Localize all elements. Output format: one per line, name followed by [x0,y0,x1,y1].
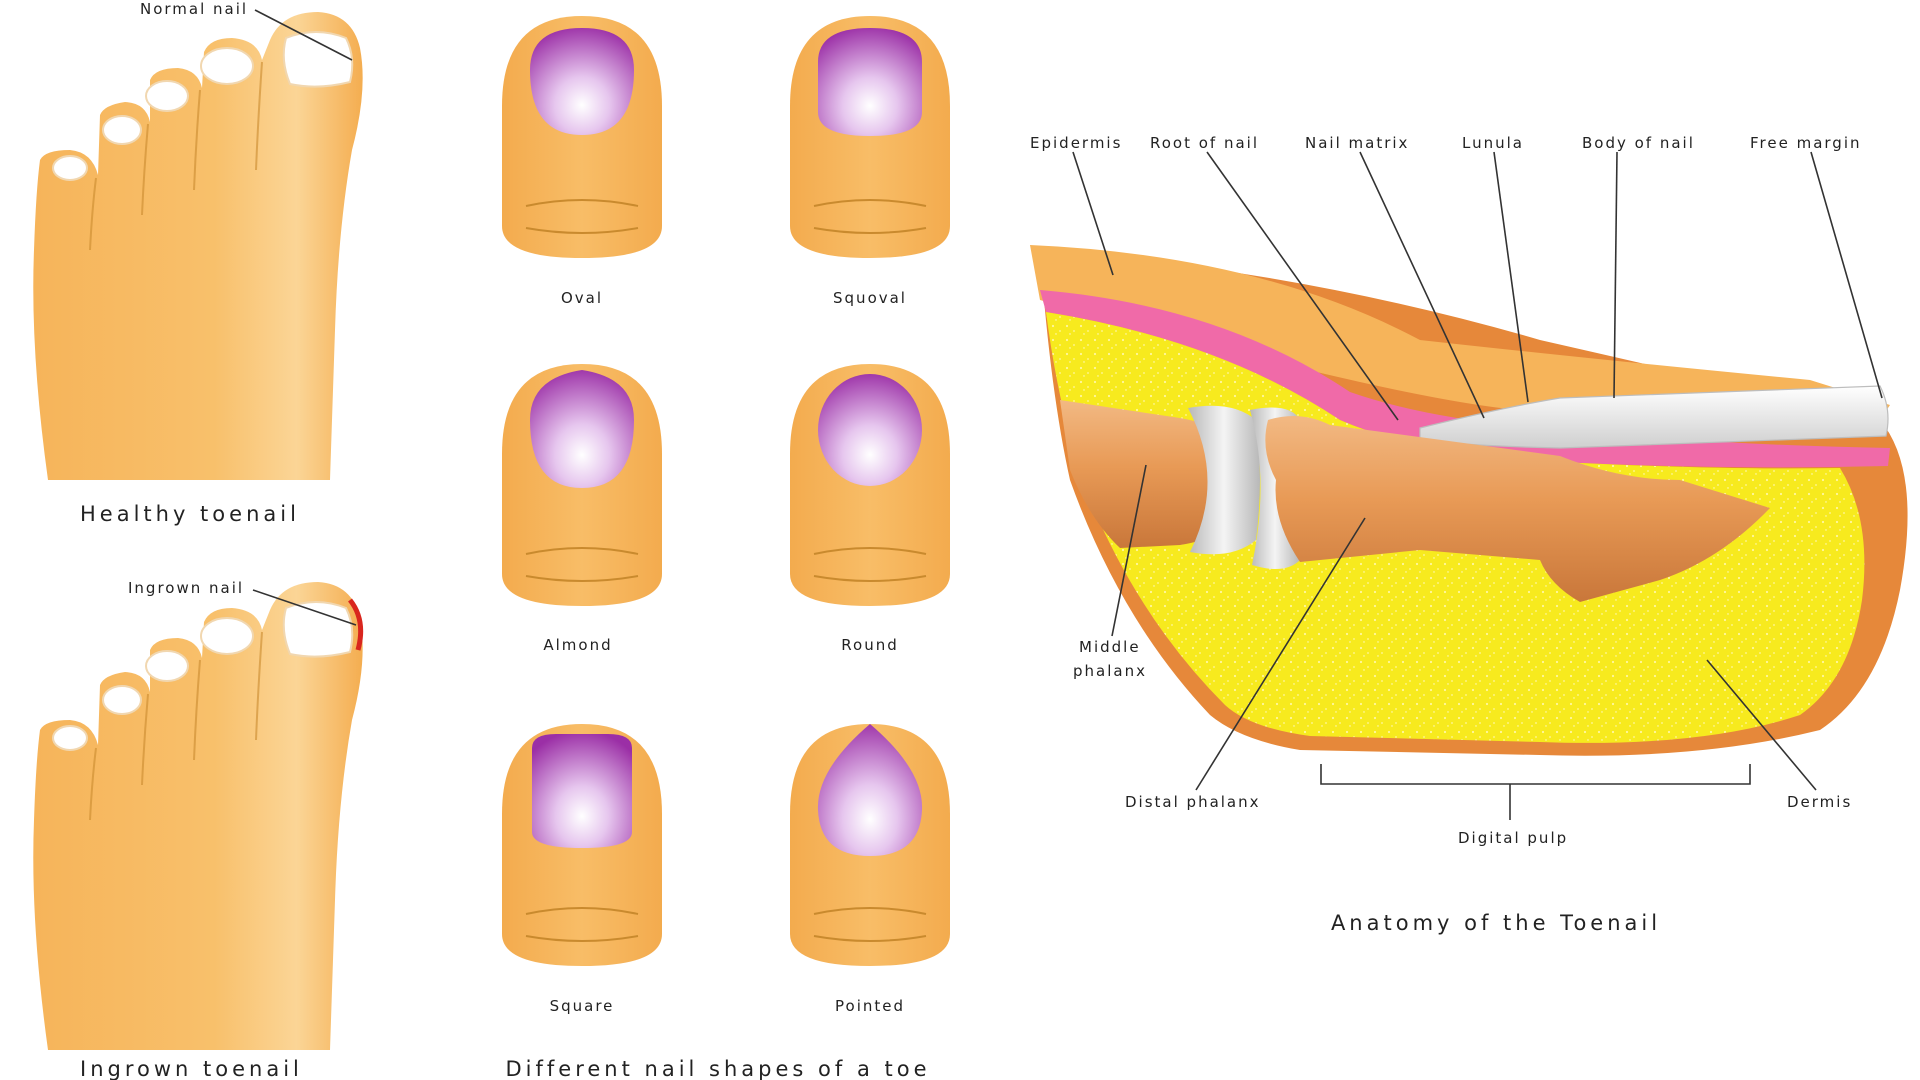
label-distal-phalanx: Distal phalanx [1125,793,1261,811]
label-body-of-nail: Body of nail [1582,134,1695,152]
shape-square [501,723,663,967]
label-nail-matrix: Nail matrix [1305,134,1409,152]
shape-almond [501,363,663,607]
healthy-toenail-caption: Healthy toenail [80,502,300,526]
label-middle-phalanx-line2: phalanx [1073,662,1147,680]
anatomy-leader-lines [1072,151,1883,820]
normal-nail-callout: Normal nail [140,0,248,18]
square-nail-icon [532,734,632,848]
ingrown-edge-mark [347,598,364,651]
ingrown-foot [32,581,364,1051]
shape-squoval [789,15,951,259]
normal-nail-leader [254,9,353,61]
round-nail-icon [818,374,922,486]
shape-label-squoval: Squoval [833,289,907,307]
ingrown-nail-callout: Ingrown nail [128,579,244,597]
label-lunula: Lunula [1462,134,1524,152]
ingrown-toenail-caption: Ingrown toenail [80,1057,303,1080]
shape-label-round: Round [841,636,898,654]
shape-label-oval: Oval [561,289,603,307]
joint-cartilage [1188,405,1260,555]
anatomy-caption: Anatomy of the Toenail [1331,911,1661,935]
label-root-of-nail: Root of nail [1150,134,1259,152]
shape-oval [501,15,663,259]
squoval-nail-icon [818,28,922,136]
nail-shapes-caption: Different nail shapes of a toe [506,1057,931,1080]
label-digital-pulp: Digital pulp [1458,829,1568,847]
shape-pointed [789,723,951,967]
shape-label-square: Square [550,997,615,1015]
shape-label-pointed: Pointed [835,997,905,1015]
pointed-nail-icon [817,724,923,856]
label-epidermis: Epidermis [1030,134,1122,152]
label-middle-phalanx-line1: Middle [1079,638,1141,656]
label-free-margin: Free margin [1750,134,1862,152]
healthy-foot [32,11,364,481]
shape-label-almond: Almond [543,636,612,654]
distal-phalanx-bone [1265,416,1770,602]
shape-round [789,363,951,607]
epidermis-layer [1030,245,1890,420]
oval-nail-icon [530,28,634,135]
ingrown-nail-leader [252,589,357,626]
almond-nail-icon [530,370,634,488]
label-dermis: Dermis [1787,793,1852,811]
toe-cross-section [1030,245,1908,756]
